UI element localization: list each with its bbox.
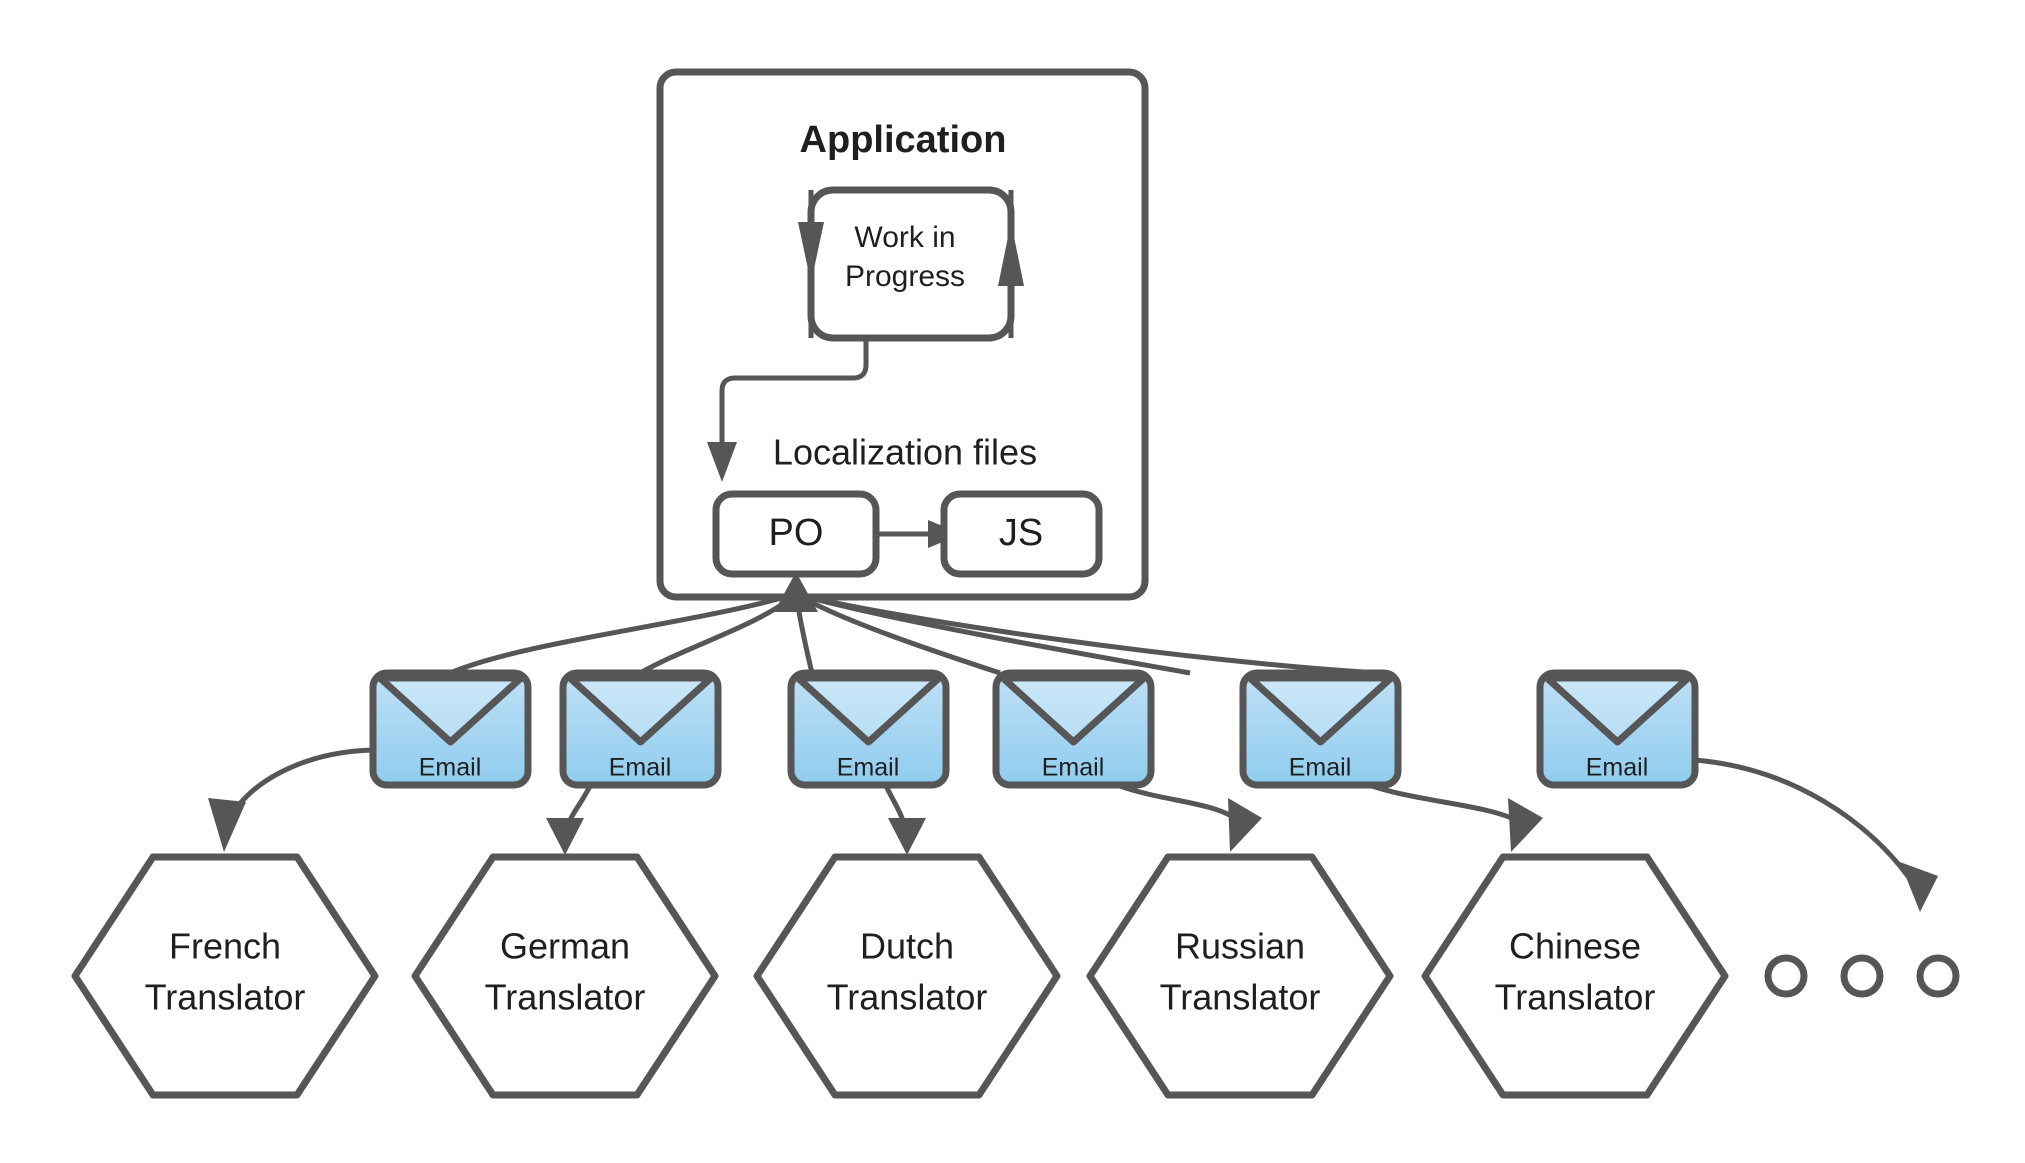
hexagon-shape [1086,853,1394,1099]
email-1-to-french-line [225,747,374,824]
email-5-to-chinese-arrowhead [1508,798,1543,852]
translator-language-label: French [169,926,281,967]
email-1-to-french-arrowhead [208,798,246,852]
email-label: Email [1289,754,1352,782]
translator-role-label: Translator [1160,977,1321,1018]
wip-to-po-arrowhead [707,442,737,482]
translator-role-label: Translator [827,977,988,1018]
email-1-to-po-line [449,591,797,676]
wip-to-po-connector [707,338,869,482]
translator-hexagon-russian[interactable]: Russian Translator [1086,853,1394,1099]
translator-hexagon-french[interactable]: French Translator [71,853,379,1099]
envelope-flap-icon [794,674,943,746]
email-icon-6[interactable]: Email [1536,669,1699,789]
work-in-progress-group: Work in Progress [798,186,1024,342]
email-4-to-po-line [794,591,1001,676]
envelope-flap-icon [1543,674,1692,746]
translator-hexagon-german[interactable]: German Translator [411,853,719,1099]
email-icon-5[interactable]: Email [1239,669,1402,789]
application-title: Application [800,119,1007,161]
email-6-to-more-line [1694,757,1918,888]
email-3-to-dutch-arrowhead [888,818,926,855]
email-4-to-russian-arrowhead [1228,798,1262,852]
emails-to-po-arrowhead [774,572,818,612]
hexagon-shape [411,853,719,1099]
hexagon-shape [753,853,1061,1099]
email-6-to-more-arrowhead [1900,862,1938,912]
email-icon-1[interactable]: Email [369,669,532,789]
email-2-to-german-arrowhead [546,818,584,855]
wip-loop-up-arrowhead [998,222,1024,286]
translator-language-label: Russian [1175,926,1305,967]
wip-loop-down-arrowhead [798,222,824,283]
envelope-flap-icon [566,674,715,746]
translator-role-label: Translator [145,977,306,1018]
localization-files-label: Localization files [773,432,1037,473]
email-label: Email [1042,754,1105,782]
work-in-progress-label-line2: Progress [845,260,965,293]
translator-language-label: Dutch [860,926,954,967]
translator-hexagon-chinese[interactable]: Chinese Translator [1421,853,1729,1099]
email-5-to-chinese-line [1371,783,1522,825]
email-label: Email [419,754,482,782]
localization-files-group: Localization files PO JS [712,432,1103,578]
emails-to-po-connectors [449,572,1381,676]
email-4-to-russian-line [1119,783,1242,824]
js-file-box[interactable] [940,490,1103,578]
envelope-flap-icon [999,674,1148,746]
hexagon-shape [71,853,379,1099]
email-icon-3[interactable]: Email [787,669,950,789]
envelope-flap-icon [1246,674,1395,746]
envelope-flap-icon [376,674,525,746]
po-file-label: PO [769,512,824,554]
ellipsis-circle-2 [1840,954,1884,998]
translator-language-label: Chinese [1509,926,1641,967]
email-label: Email [1586,754,1649,782]
email-to-translator-connectors [208,747,1938,912]
email-icon-2[interactable]: Email [559,669,722,789]
js-file-label: JS [999,512,1043,554]
hexagon-shape [1421,853,1729,1099]
wip-to-po-line [719,338,869,448]
ellipsis-circle-3 [1916,954,1960,998]
ellipsis-circle-1 [1764,954,1808,998]
translator-language-label: German [500,926,630,967]
translator-hexagon-dutch[interactable]: Dutch Translator [753,853,1061,1099]
email-label: Email [609,754,672,782]
more-translators-ellipsis [1764,954,1960,998]
email-6-to-po-line [795,591,1381,676]
email-2-to-po-line [638,592,798,676]
email-icon-4[interactable]: Email [992,669,1155,789]
translator-role-label: Translator [485,977,646,1018]
translator-role-label: Translator [1495,977,1656,1018]
work-in-progress-label-line1: Work in [854,221,955,254]
email-label: Email [837,754,900,782]
